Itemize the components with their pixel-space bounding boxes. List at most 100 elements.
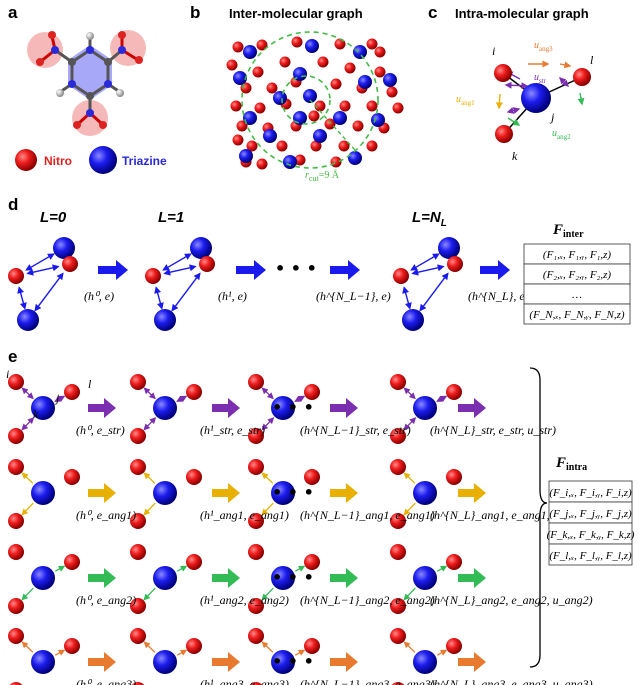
layer-input-label: (h¹_ang1, e_ang1) [200,508,289,522]
nitro-node [8,428,24,444]
layer-transition-arrow [458,483,486,503]
triazine-atom [273,91,287,105]
nitro-node [199,256,215,272]
nitro-node [130,628,146,644]
nitro-node [390,544,406,560]
inter-edge-arrow [171,272,201,312]
triazine-atom [348,151,362,165]
u-ang2-label: uang2 [552,128,571,141]
triazine-node [153,481,177,505]
intra-edge-arrow [403,587,416,601]
inter-edge-arrow [419,272,449,312]
intra-edge-arrow [21,387,34,400]
inter-edge-arrow [17,286,27,310]
nitro-node [446,638,462,654]
layer-transition-arrow [88,652,116,672]
triazine-atom [293,111,307,125]
table-cell-text: (F₂,ₓ, F₂,ᵧ, F₂,z) [543,269,611,281]
nitro-atom [256,158,268,170]
intra-edge-arrow [261,502,274,516]
triazine-node [53,237,75,259]
molecule-structure [27,30,146,136]
panel-c-title: Intra-molecular graph [455,6,589,21]
nitro-node [446,469,462,485]
intra-edge-arrow [143,587,156,601]
layer-transition-arrow [330,652,358,672]
inter-molecular-atoms [226,36,404,170]
layer-input-label: (h^{N_L}_ang3, e_ang3, u_ang3) [430,677,593,685]
intra-edge-arrow [261,472,274,484]
e-node-j-label: j [54,391,60,405]
intra-edge-arrow [54,565,66,572]
intra-edge-arrow [176,395,188,402]
layer-input-label: (h⁰, e_ang2) [76,593,136,607]
intra-edge-arrow [403,417,417,431]
inter-edge-arrow [154,286,164,310]
layer-transition-arrow [88,568,116,588]
nitro-atom [308,110,320,122]
nitro-atom [252,66,264,78]
nitro-node [248,428,264,444]
layer-transition-arrow [212,483,240,503]
layer-transition-arrow [236,260,266,280]
node-k-atom [495,125,513,143]
nitro-atom [291,36,303,48]
nitro-node [8,459,24,475]
rcut-label: rcut=9 Å [305,169,340,183]
inter-graph-layer [145,237,215,331]
nitro-node [186,469,202,485]
nitro-node [8,628,24,644]
node-j-atom [521,83,551,113]
triazine-node [271,396,295,420]
layer-input-label: (h¹_str, e_str) [200,423,265,437]
nitro-atom [352,120,364,132]
layer-transition-arrow [330,483,358,503]
node-l-atom [573,68,591,86]
nitro-atom [232,41,244,53]
layer-input-label: (h^{N_L−1}_str, e_str) [300,423,411,437]
intra-edge-arrow [403,472,416,484]
intra-edge-arrow [436,565,448,572]
triazine-atom [333,111,347,125]
nitro-node [249,682,263,685]
nitro-node [393,268,409,284]
nitro-atom [339,100,351,112]
triazine-atom [233,71,247,85]
nitro-node [304,384,320,400]
panel-e: e (h⁰, e_str)(h¹_str, e_str)(h^{N_L−1}_s… [6,347,635,685]
inter-edge-arrow [25,253,55,271]
layer-input-label: (h^{N_L}_ang2, e_ang2, u_ang2) [430,593,593,607]
triazine-node [271,481,295,505]
nitro-node [390,459,406,475]
nitro-node [248,459,264,475]
nitro-node [8,598,24,614]
layer-transition-arrow [458,398,486,418]
intra-graph [248,628,320,685]
intra-edge-arrow [143,472,156,484]
layer-transition-arrow [98,260,128,280]
intra-edge-arrow [436,395,448,402]
triazine-node [190,237,212,259]
node-j-label: j [549,110,555,124]
layer-input-label: (h^{N_L−1}, e) [316,289,391,303]
layer-transition-arrow [88,483,116,503]
triazine-node [31,396,55,420]
e-ellipsis: • • • [272,398,314,417]
nitro-node [8,544,24,560]
intra-graph [390,374,462,444]
nitro-node [130,544,146,560]
nitro-atom [276,140,288,152]
nitro-atom [374,66,386,78]
triazine-node [413,566,437,590]
layer-transition-arrow [480,260,510,280]
nitro-node [248,598,264,614]
layer-transition-arrow [212,652,240,672]
triazine-node [153,566,177,590]
intra-edge-arrow [54,649,66,656]
nitro-node [248,544,264,560]
layer-transition-arrow [458,568,486,588]
nitro-atom [344,62,356,74]
layer-1-label: L=1 [158,209,184,226]
layer-transition-arrow [330,568,358,588]
